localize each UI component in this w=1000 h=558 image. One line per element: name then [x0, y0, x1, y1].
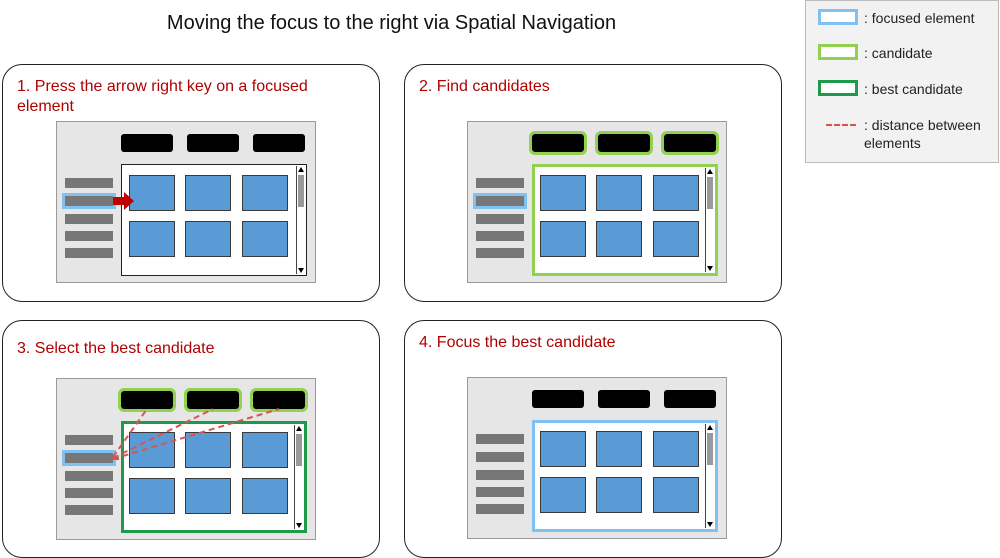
tile[interactable]: [540, 431, 586, 467]
side-item[interactable]: [476, 178, 524, 188]
top-button[interactable]: [187, 134, 239, 152]
legend-focused-swatch: [818, 9, 858, 25]
side-item[interactable]: [65, 178, 113, 188]
side-item[interactable]: [476, 504, 524, 514]
tile[interactable]: [242, 221, 288, 257]
top-button-candidate[interactable]: [118, 388, 176, 412]
tile[interactable]: [242, 175, 288, 211]
tile[interactable]: [540, 221, 586, 257]
side-item[interactable]: [476, 470, 524, 480]
side-item[interactable]: [476, 487, 524, 497]
panel-step-3: 3. Select the best candidate: [2, 320, 380, 558]
legend-best-swatch: [818, 80, 858, 96]
tile[interactable]: [653, 175, 699, 211]
legend-best-label: : best candidate: [864, 81, 963, 97]
content-area-best[interactable]: [121, 421, 307, 533]
tile[interactable]: [185, 432, 231, 468]
legend-focused-label: : focused element: [864, 10, 975, 26]
tile[interactable]: [596, 431, 642, 467]
top-button[interactable]: [121, 134, 173, 152]
side-item[interactable]: [476, 248, 524, 258]
legend-candidate-label: : candidate: [864, 45, 933, 61]
side-item[interactable]: [65, 248, 113, 258]
tile[interactable]: [129, 175, 175, 211]
side-item[interactable]: [65, 505, 113, 515]
top-button[interactable]: [532, 390, 584, 408]
content-area-candidate[interactable]: [532, 164, 718, 276]
tile[interactable]: [653, 431, 699, 467]
side-item[interactable]: [476, 231, 524, 241]
tile[interactable]: [242, 478, 288, 514]
side-item[interactable]: [65, 471, 113, 481]
mock-ui-2: [467, 121, 727, 283]
legend-candidate-swatch: [818, 44, 858, 60]
panel-step-4: 4. Focus the best candidate: [404, 320, 782, 558]
side-item[interactable]: [476, 452, 524, 462]
legend-distance-swatch: [826, 124, 856, 126]
tile[interactable]: [185, 478, 231, 514]
tile[interactable]: [596, 477, 642, 513]
tile[interactable]: [596, 221, 642, 257]
page-title: Moving the focus to the right via Spatia…: [166, 12, 617, 34]
side-item[interactable]: [476, 214, 524, 224]
step-3-label: 3. Select the best candidate: [17, 340, 215, 357]
top-button[interactable]: [664, 390, 716, 408]
side-item[interactable]: [65, 214, 113, 224]
content-area[interactable]: [121, 164, 307, 276]
top-button[interactable]: [598, 390, 650, 408]
panel-step-2: 2. Find candidates: [404, 64, 782, 302]
top-button-candidate[interactable]: [661, 131, 719, 155]
scrollbar[interactable]: [296, 166, 305, 274]
side-item-focused[interactable]: [62, 193, 116, 209]
mock-ui-1: [56, 121, 316, 283]
mock-ui-3: [56, 378, 316, 540]
tile[interactable]: [129, 221, 175, 257]
tile[interactable]: [185, 221, 231, 257]
content-area-focused[interactable]: [532, 420, 718, 532]
side-item-focused[interactable]: [62, 450, 116, 466]
arrow-right-icon: [113, 192, 134, 210]
tile[interactable]: [596, 175, 642, 211]
tile[interactable]: [540, 477, 586, 513]
distance-line: [112, 408, 214, 459]
top-button-candidate[interactable]: [595, 131, 653, 155]
mock-ui-4: [467, 377, 727, 539]
step-1-label: 1. Press the arrow right key on a focuse…: [17, 78, 308, 115]
side-item-focused[interactable]: [473, 193, 527, 209]
tile[interactable]: [129, 478, 175, 514]
tile[interactable]: [653, 477, 699, 513]
tile[interactable]: [185, 175, 231, 211]
top-button-candidate[interactable]: [184, 388, 242, 412]
tile[interactable]: [540, 175, 586, 211]
panel-step-1: 1. Press the arrow right key on a focuse…: [2, 64, 380, 302]
legend: : focused element : candidate : best can…: [805, 0, 999, 163]
side-item[interactable]: [65, 488, 113, 498]
side-item[interactable]: [65, 231, 113, 241]
step-4-label: 4. Focus the best candidate: [419, 334, 616, 351]
scrollbar[interactable]: [294, 425, 303, 529]
scrollbar[interactable]: [705, 168, 714, 272]
side-item[interactable]: [476, 434, 524, 444]
top-button-candidate[interactable]: [250, 388, 308, 412]
tile[interactable]: [242, 432, 288, 468]
legend-distance-label: : distance between elements: [864, 117, 981, 151]
top-button-candidate[interactable]: [529, 131, 587, 155]
scrollbar[interactable]: [705, 424, 714, 528]
step-2-label: 2. Find candidates: [419, 78, 550, 95]
distance-line: [112, 408, 280, 460]
tile[interactable]: [653, 221, 699, 257]
distance-lines: [112, 408, 280, 460]
top-button[interactable]: [253, 134, 305, 152]
side-item[interactable]: [65, 435, 113, 445]
